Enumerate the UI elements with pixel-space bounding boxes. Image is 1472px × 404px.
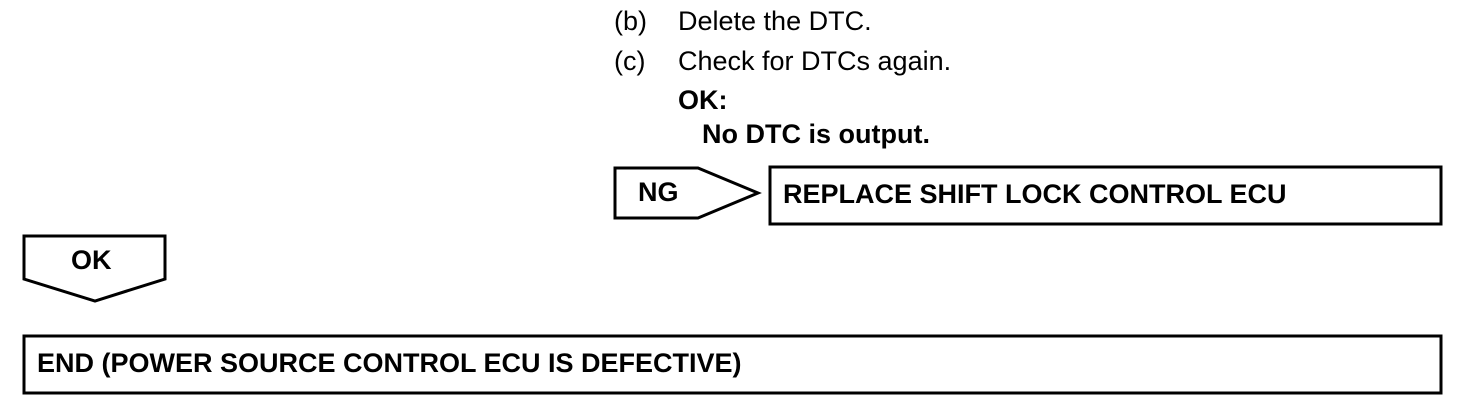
step-b-letter: (b) [614,6,647,36]
ng-action-text: REPLACE SHIFT LOCK CONTROL ECU [783,179,1287,209]
ng-arrow-shape [613,166,762,220]
end-box-frame [22,334,1443,395]
spec-ok-label: OK: [678,85,728,115]
spec-result: No DTC is output. [702,119,930,149]
step-b-text: Delete the DTC. [678,6,872,36]
ng-label: NG [638,177,679,207]
step-c-letter: (c) [614,46,646,76]
ok-label: OK [71,245,112,275]
ok-arrow-shape [22,234,167,303]
ng-action-box [768,165,1443,226]
end-box-text: END (POWER SOURCE CONTROL ECU IS DEFECTI… [37,348,742,378]
step-c-text: Check for DTCs again. [678,46,952,76]
